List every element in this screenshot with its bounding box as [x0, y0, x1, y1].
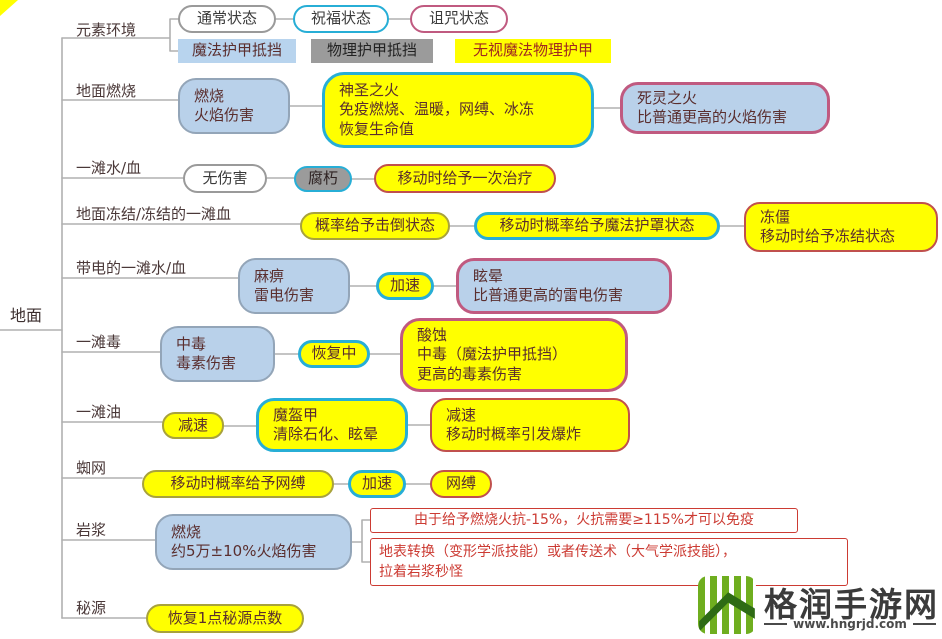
- branch-poison-pool: 一滩毒: [76, 333, 122, 351]
- node-dazzled: 眩晕 比普通更高的雷电伤害: [456, 258, 672, 314]
- node-lava-burning-line2: 约5万±10%火焰伤害: [171, 542, 317, 560]
- node-knockdown: 概率给予击倒状态: [300, 212, 450, 240]
- node-regenerating: 恢复中: [298, 340, 370, 368]
- node-magic-helmet: 魔盔甲 清除石化、眩晕: [256, 398, 408, 452]
- node-paralyzed: 麻痹 雷电伤害: [238, 258, 350, 314]
- node-burning: 燃烧 火焰伤害: [178, 78, 290, 134]
- node-slow-explode: 减速 移动时概率引发爆炸: [430, 398, 630, 452]
- branch-source: 秘源: [76, 599, 107, 617]
- node-holy-fire-line3: 恢复生命值: [339, 119, 415, 138]
- node-acid: 酸蚀 中毒（魔法护甲抵挡） 更高的毒素伤害: [400, 318, 628, 392]
- watermark-site-url: www.hngrjd.com: [764, 617, 937, 631]
- node-haste-2: 加速: [348, 470, 406, 498]
- node-web-chance: 移动时概率给予网缚: [142, 470, 334, 498]
- node-paralyzed-line1: 麻痹: [254, 266, 285, 285]
- node-dazzled-line2: 比普通更高的雷电伤害: [473, 286, 624, 304]
- node-necro-fire: 死灵之火 比普通更高的火焰伤害: [620, 82, 830, 134]
- node-web: 网缚: [430, 470, 492, 498]
- branch-spider-web: 蜘网: [76, 459, 107, 477]
- node-holy-fire-line1: 神圣之火: [339, 80, 400, 99]
- node-acid-line2: 中毒（魔法护甲抵挡）: [417, 345, 568, 364]
- node-acid-line1: 酸蚀: [417, 325, 448, 344]
- node-poisoned-line1: 中毒: [176, 334, 207, 353]
- node-holy-fire-line2: 免疫燃烧、温暖，网缚、冰冻: [339, 100, 535, 119]
- node-decay: 腐朽: [294, 166, 352, 192]
- node-source-restore: 恢复1点秘源点数: [146, 604, 304, 633]
- node-lava-note-resist: 由于给予燃烧火抗-15%，火抗需要≥115%才可以免疫: [370, 508, 798, 533]
- node-burning-line2: 火焰伤害: [194, 106, 255, 124]
- branch-frozen-ground: 地面冻结/冻结的一滩血: [76, 205, 232, 223]
- node-paralyzed-line2: 雷电伤害: [254, 286, 315, 304]
- node-poisoned: 中毒 毒素伤害: [160, 326, 275, 382]
- node-lava-burning: 燃烧 约5万±10%火焰伤害: [155, 514, 352, 570]
- node-frozen-stiff-line2: 移动时给予冻结状态: [760, 227, 896, 245]
- node-slow-1: 减速: [162, 412, 224, 439]
- node-dazzled-line1: 眩晕: [473, 266, 504, 285]
- node-ignore-armor: 无视魔法物理护甲: [455, 39, 611, 63]
- node-cursed-state: 诅咒状态: [410, 5, 508, 33]
- root-label: 地面: [10, 306, 43, 325]
- node-magic-helmet-line1: 魔盔甲: [273, 405, 319, 424]
- url-dash-left: [764, 623, 788, 625]
- branch-water-blood-pool: 一滩水/血: [76, 159, 142, 177]
- node-necro-fire-line2: 比普通更高的火焰伤害: [637, 108, 788, 126]
- node-physical-armor-block: 物理护甲抵挡: [311, 39, 433, 63]
- branch-ground-burning: 地面燃烧: [76, 82, 137, 100]
- node-slow-explode-line2: 移动时概率引发爆炸: [446, 425, 582, 443]
- branch-lava: 岩浆: [76, 521, 107, 539]
- node-necro-fire-line1: 死灵之火: [637, 88, 698, 107]
- node-acid-line3: 更高的毒素伤害: [417, 364, 523, 383]
- branch-electrified-pool: 带电的一滩水/血: [76, 259, 187, 277]
- node-frozen-stiff-line1: 冻僵: [760, 207, 791, 226]
- node-lava-burning-line1: 燃烧: [171, 522, 202, 541]
- node-magic-armor-block: 魔法护甲抵挡: [178, 39, 296, 63]
- watermark-site-title: 格润手游网: [764, 585, 939, 624]
- url-text: www.hngrjd.com: [793, 617, 907, 631]
- node-normal-state: 通常状态: [178, 5, 276, 33]
- node-lava-note-skills-line2: 拉着岩浆秒怪: [379, 564, 463, 580]
- site-logo-icon: [698, 576, 756, 634]
- logo-roof-shape: [699, 592, 755, 632]
- node-no-damage: 无伤害: [183, 164, 267, 193]
- node-magic-helmet-line2: 清除石化、眩晕: [273, 425, 379, 443]
- node-holy-fire: 神圣之火 免疫燃烧、温暖，网缚、冰冻 恢复生命值: [322, 72, 594, 148]
- node-slow-explode-line1: 减速: [446, 405, 477, 424]
- node-burning-line1: 燃烧: [194, 86, 225, 105]
- node-haste-1: 加速: [376, 272, 434, 300]
- node-heal-once: 移动时给予一次治疗: [374, 164, 556, 193]
- node-magic-shell: 移动时概率给予魔法护罩状态: [474, 212, 720, 240]
- url-dash-right: [912, 623, 937, 625]
- node-lava-note-skills-line1: 地表转换（变形学派技能）或者传送术（大气学派技能），: [379, 543, 736, 560]
- node-poisoned-line2: 毒素伤害: [176, 354, 237, 372]
- node-lava-note-skills: 地表转换（变形学派技能）或者传送术（大气学派技能）， 拉着岩浆秒怪: [370, 538, 848, 586]
- node-blessed-state: 祝福状态: [293, 5, 389, 33]
- branch-element-env: 元素环境: [76, 21, 137, 39]
- branch-oil-pool: 一滩油: [76, 403, 122, 421]
- node-frozen-stiff: 冻僵 移动时给予冻结状态: [744, 202, 938, 252]
